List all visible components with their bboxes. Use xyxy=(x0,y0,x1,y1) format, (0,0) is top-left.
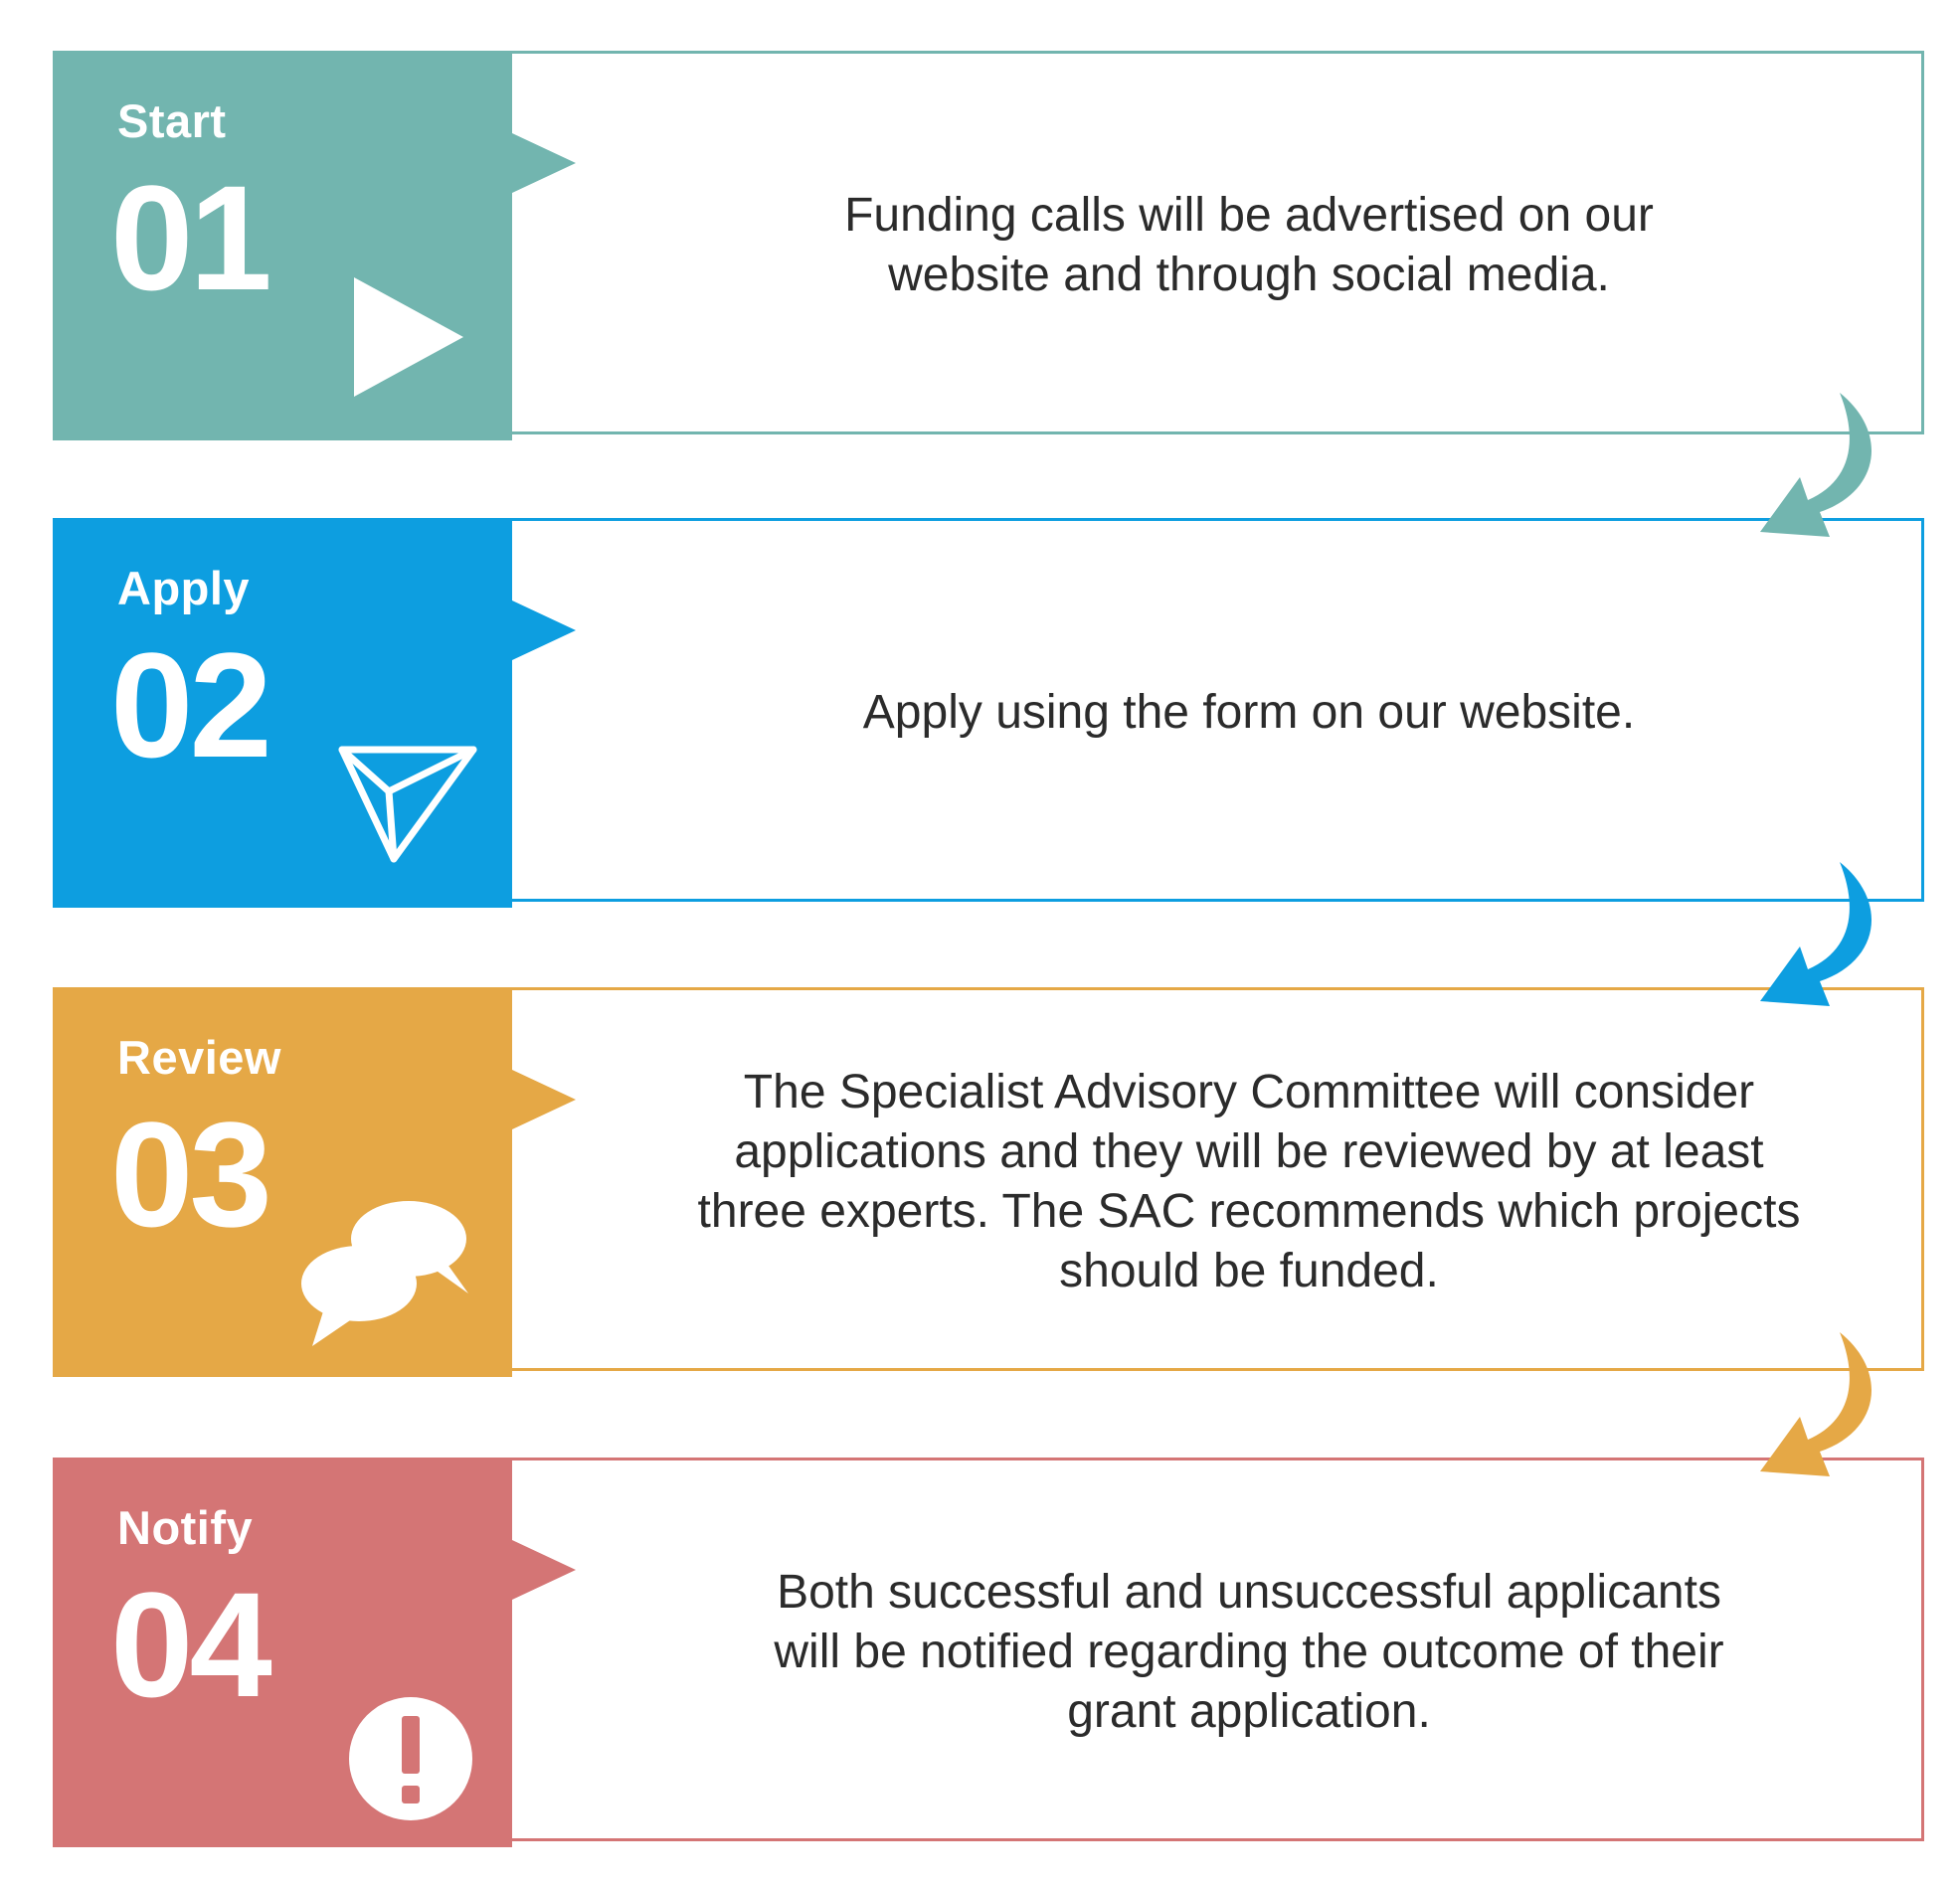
step-start: Start 01 Funding calls will be advertise… xyxy=(53,51,1924,440)
step-start-description: Funding calls will be advertised on our … xyxy=(844,189,1654,301)
step-review-pointer xyxy=(512,1070,576,1129)
step-start-label: Start xyxy=(117,94,227,147)
step-notify-number: 04 xyxy=(110,1561,272,1728)
step-notify-pointer xyxy=(512,1540,576,1600)
step-review-number: 03 xyxy=(110,1091,272,1258)
curved-arrow-icon xyxy=(1760,1332,1872,1476)
play-icon xyxy=(354,277,463,397)
chat-bubbles-icon xyxy=(301,1201,468,1346)
step-apply-pointer xyxy=(512,601,576,660)
step-apply-label: Apply xyxy=(117,562,251,614)
step-notify-description: Both successful and unsuccessful applica… xyxy=(774,1566,1724,1738)
step-review-description: The Specialist Advisory Committee will c… xyxy=(697,1066,1801,1297)
step-review: Review 03 The Specialist Advisory Commit… xyxy=(53,987,1924,1377)
step-apply-description: Apply using the form on our website. xyxy=(862,686,1636,739)
step-review-label: Review xyxy=(117,1031,281,1084)
step-review-panel xyxy=(53,987,512,1377)
step-notify-label: Notify xyxy=(117,1501,254,1554)
step-apply-panel xyxy=(53,518,512,908)
step-start-number: 01 xyxy=(110,154,272,321)
exclamation-icon xyxy=(349,1697,472,1820)
step-start-pointer xyxy=(512,133,576,193)
step-apply-number: 02 xyxy=(110,621,272,788)
step-start-panel xyxy=(53,51,512,440)
curved-arrow-icon xyxy=(1760,862,1872,1006)
step-apply: Apply 02 Apply using the form on our web… xyxy=(53,518,1924,908)
step-notify: Notify 04 Both successful and unsuccessf… xyxy=(53,1458,1924,1847)
curved-arrow-icon xyxy=(1760,393,1872,537)
paper-plane-icon xyxy=(338,746,477,863)
